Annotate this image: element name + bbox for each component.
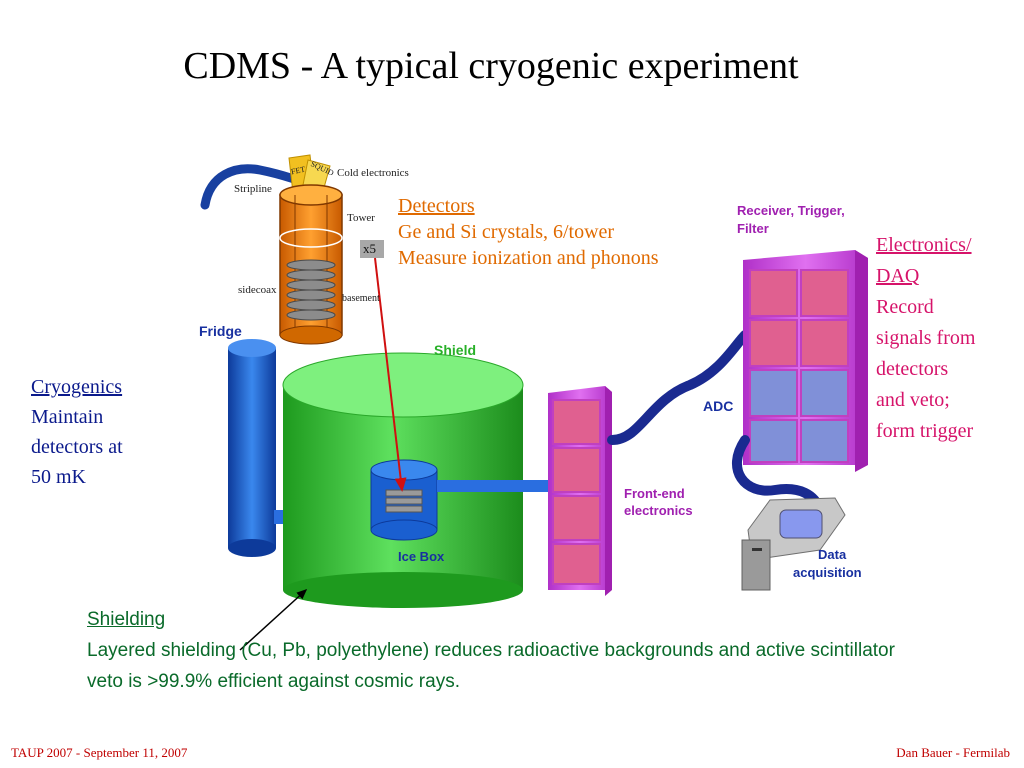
shielding-line-2: veto is >99.9% efficient against cosmic … [87,671,460,692]
stripline-label: Stripline [234,183,272,195]
adc-cable [607,330,750,445]
daq-label-2: acquisition [793,565,862,580]
cryogenics-callout: Cryogenics Maintain detectors at 50 mK [31,372,123,492]
shielding-callout: Shielding Layered shielding (Cu, Pb, pol… [87,604,895,697]
detectors-heading: Detectors [398,195,475,217]
x5-badge [360,240,384,258]
footer-right: Dan Bauer - Fermilab [896,745,1010,760]
front-end-label-1: Front-end [624,486,685,501]
detectors-callout: Detectors Ge and Si crystals, 6/tower Me… [398,193,659,271]
receiver-label-2: Filter [737,221,769,236]
basement-label: basement [342,293,380,304]
electronics-heading-2: DAQ [876,265,920,287]
electronics-heading-1: Electronics/ [876,234,972,256]
adc-label: ADC [703,398,734,414]
receiver-rack [743,250,868,472]
slide-title: CDMS - A typical cryogenic experiment [0,44,1024,88]
daq-cable [732,435,825,515]
receiver-label-1: Receiver, Trigger, [737,203,845,218]
cold-electronics-label: Cold electronics [337,167,409,179]
electronics-line: detectors [876,358,949,380]
daq-computer [741,497,846,591]
shielding-heading: Shielding [87,609,166,630]
sidecoax-label: sidecoax [238,284,277,296]
daq-label-1: Data [818,547,847,562]
front-end-label-2: electronics [624,503,693,518]
detectors-line-2: Measure ionization and phonons [398,247,659,269]
electronics-line: form trigger [876,420,974,442]
cryogenics-line: 50 mK [31,466,86,488]
shield-label: Shield [434,342,477,358]
detectors-line-1: Ge and Si crystals, 6/tower [398,221,615,243]
x5-label: x5 [363,241,376,256]
footer-left: TAUP 2007 - September 11, 2007 [11,745,188,760]
slide-title-text: CDMS - A typical cryogenic experiment [183,45,799,87]
electronics-line: Record [876,296,934,318]
ice-box-label: Ice Box [398,549,445,564]
cryogenics-line: Maintain [31,406,104,428]
cryogenics-heading: Cryogenics [31,376,123,398]
detector-arrow [374,257,407,492]
detector-tower [279,184,343,345]
cryogenics-line: detectors at [31,436,123,458]
shielding-arrow [239,588,308,651]
tower-label: Tower [347,212,375,224]
electronics-line: and veto; [876,389,950,411]
fridge-label: Fridge [199,323,242,339]
electronics-callout: Electronics/ DAQ Record signals from det… [876,230,975,447]
shielding-line-1: Layered shielding (Cu, Pb, polyethylene)… [87,640,895,661]
front-end-rack [548,386,612,596]
electronics-line: signals from [876,327,976,349]
